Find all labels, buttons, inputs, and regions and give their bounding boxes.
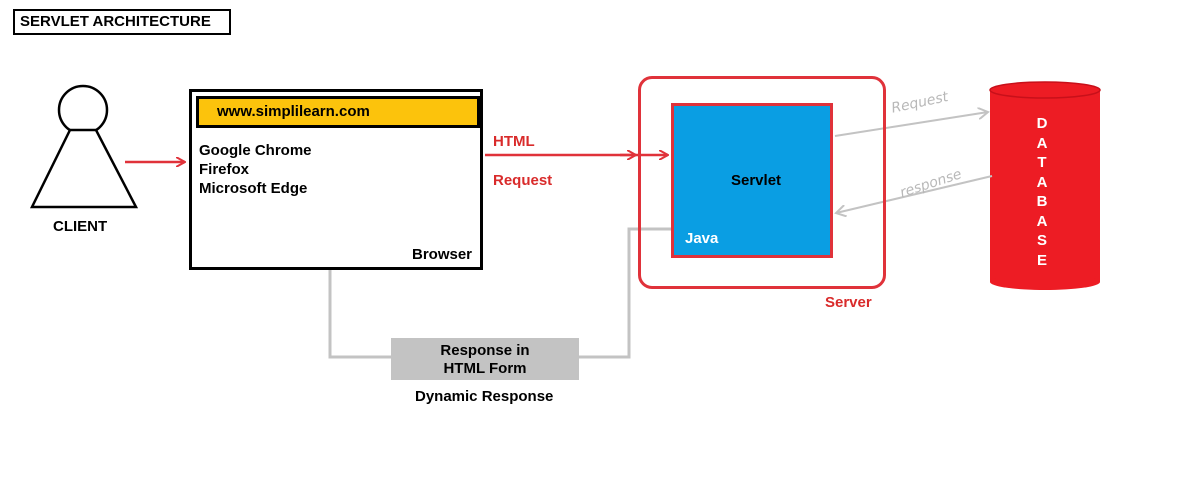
browser-url-bar: www.simplilearn.com bbox=[196, 96, 480, 128]
database-letter: B bbox=[1036, 193, 1048, 210]
browser-label: Browser bbox=[412, 246, 473, 263]
browser-list-item: Firefox bbox=[199, 161, 250, 178]
response-line-2: HTML Form bbox=[443, 360, 527, 377]
response-line-1: Response in bbox=[440, 342, 530, 359]
database-letter: A bbox=[1036, 212, 1048, 230]
request-label: Request bbox=[493, 172, 553, 189]
database-cylinder-icon bbox=[989, 81, 1101, 290]
java-to-response-path bbox=[579, 227, 671, 359]
database-letter: A bbox=[1036, 134, 1048, 152]
database-label: D A T A B A S E bbox=[1032, 114, 1052, 270]
java-label: Java bbox=[685, 230, 719, 247]
database-to-servlet-arrow bbox=[836, 175, 993, 213]
servlet-box bbox=[671, 103, 833, 258]
database-letter: S bbox=[1036, 232, 1047, 249]
client-person-icon bbox=[29, 84, 139, 209]
database-letter: E bbox=[1036, 251, 1047, 269]
browser-list-item: Google Chrome bbox=[199, 142, 312, 159]
html-label: HTML bbox=[493, 133, 535, 150]
client-label: CLIENT bbox=[53, 218, 108, 235]
server-label: Server bbox=[825, 294, 872, 311]
server-container bbox=[638, 76, 886, 289]
browser-list: Google Chrome Firefox Microsoft Edge bbox=[199, 141, 312, 198]
response-box: Response in HTML Form bbox=[391, 338, 579, 380]
browser-list-item: Microsoft Edge bbox=[199, 180, 308, 197]
servlet-label: Servlet bbox=[731, 172, 782, 189]
database-letter: T bbox=[1037, 154, 1047, 171]
servlet-to-database-arrow bbox=[834, 112, 988, 137]
dynamic-response-path bbox=[328, 270, 391, 359]
database-letter: A bbox=[1036, 173, 1048, 191]
database-letter: D bbox=[1036, 115, 1048, 132]
diagram-title: SERVLET ARCHITECTURE bbox=[13, 9, 231, 35]
dynamic-response-caption: Dynamic Response bbox=[415, 388, 554, 405]
